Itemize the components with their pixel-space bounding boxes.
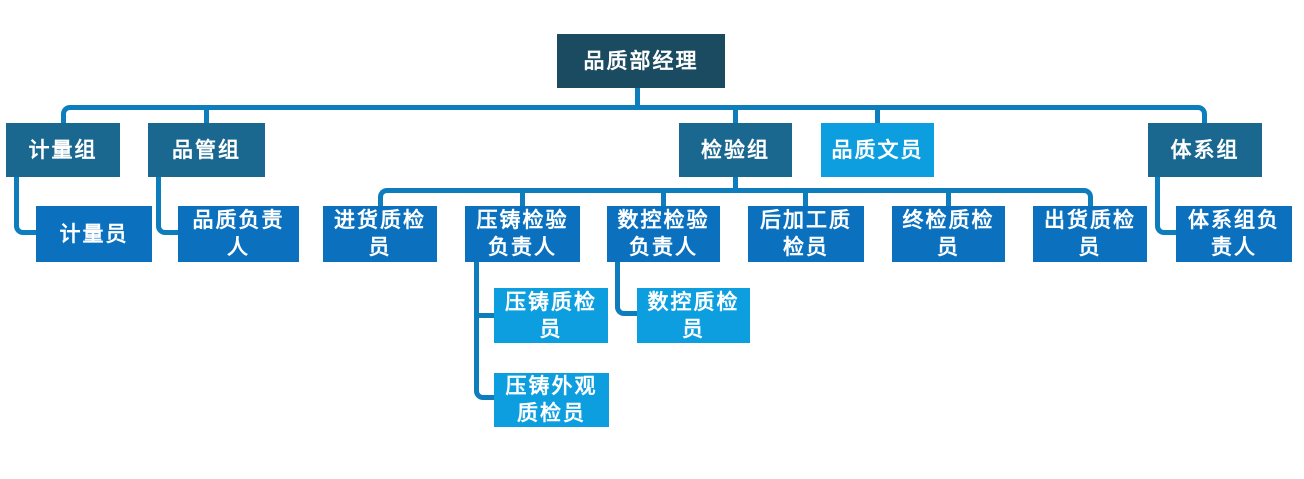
org-node-label: 员 [937,235,960,259]
connector-diecast-branch [479,313,494,318]
connector-elbow-metrology [14,177,36,235]
org-node-label: 员 [682,316,705,341]
org-node-label: 进货质检 [334,208,426,232]
org-node-inspection-group: 检验组 [679,123,792,177]
connector-main-bus [85,105,1185,110]
org-node-label: 品质文员 [831,137,924,162]
connector-drop-quality-control [204,110,209,123]
org-node-incoming-inspector: 进货质检员 [323,206,437,262]
org-node-label: 品质部经理 [583,48,699,73]
org-node-label: 体系组 [1170,137,1240,162]
org-node-quality-leader: 品质负责人 [178,206,299,262]
org-node-label: 检员 [783,235,829,259]
org-node-postprocess-inspector: 后加工质检员 [748,206,864,262]
connector-elbow-quality-control [156,177,179,235]
org-node-outgoing-inspector: 出货质检员 [1033,206,1147,262]
connector-inspection-bus-stub [733,177,738,189]
org-node-metrology-staff: 计量员 [36,206,152,262]
org-node-label: 后加工质 [760,208,852,232]
org-node-diecast-inspection-leader: 压铸检验负责人 [465,206,580,262]
org-node-label: 员 [368,235,392,259]
org-node-label: 员 [539,316,563,341]
org-node-cnc-inspection-leader: 数控检验负责人 [607,206,720,262]
connector-drop-cnc-leader [661,193,666,206]
org-node-label: 计量组 [28,137,98,162]
org-node-label: 检验组 [701,137,770,162]
connector-drop-diecast-leader [520,193,525,206]
org-node-metrology-group: 计量组 [6,123,120,177]
connector-drop-final-inspector [946,193,951,206]
connector-diecast-children-trunk [474,262,494,400]
org-node-quality-dept-manager: 品质部经理 [557,34,725,88]
org-node-system-group-leader: 体系组负责人 [1176,206,1292,262]
org-node-label: 品质负责 [192,208,285,232]
org-node-cnc-inspector: 数控质检员 [637,288,750,343]
org-node-final-inspector: 终检质检员 [892,206,1005,262]
org-node-label: 压铸检验 [476,208,569,232]
connector-drop-postprocess [803,193,808,206]
connector-sub-bus-left-corner [378,188,400,206]
connector-main-bus-left-corner [61,105,85,123]
org-node-label: 负责人 [488,235,557,259]
connector-elbow-cnc-child [615,262,637,316]
org-node-label: 数控检验 [617,208,710,232]
org-node-label: 人 [227,235,250,259]
org-node-label: 负责人 [629,235,698,259]
org-node-diecast-visual-inspector: 压铸外观质检员 [494,373,609,427]
connector-elbow-system-group [1155,177,1177,235]
connector-manager-stub [635,88,640,105]
org-node-label: 体系组负 [1188,208,1280,232]
org-node-label: 品管组 [172,137,241,162]
connector-sub-bus [400,188,1076,193]
org-node-label: 员 [1078,235,1102,259]
connector-main-bus-right-corner [1185,105,1207,123]
org-node-label: 数控质检 [647,289,740,314]
connector-sub-bus-right-corner [1071,188,1093,206]
org-node-label: 压铸质检 [505,289,597,314]
org-node-label: 压铸外观 [505,374,598,398]
org-node-label: 质检员 [517,401,586,425]
org-node-label: 计量员 [59,221,129,246]
org-node-diecast-inspector: 压铸质检员 [494,288,608,343]
org-node-quality-clerk: 品质文员 [821,123,934,177]
org-node-system-group: 体系组 [1148,123,1262,177]
org-node-label: 责人 [1211,235,1257,259]
org-node-label: 出货质检 [1044,208,1136,232]
org-node-quality-control-group: 品管组 [148,123,265,177]
org-node-label: 终检质检 [902,208,995,232]
connector-drop-inspection-group [733,110,738,123]
connector-drop-quality-clerk [875,110,880,123]
